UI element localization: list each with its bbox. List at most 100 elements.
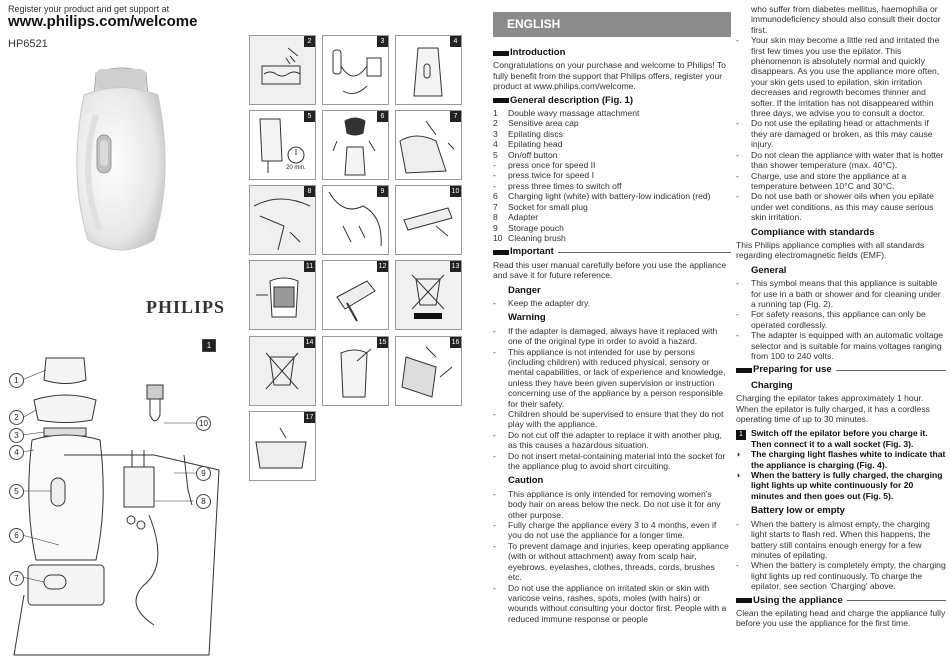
callout-3: 3 (9, 428, 24, 443)
danger-heading: Danger (508, 284, 541, 296)
panel-4: 4 (395, 35, 462, 105)
list-item: -Fully charge the appliance every 3 to 4… (493, 520, 717, 541)
list-item: -To prevent damage and injuries, keep op… (493, 540, 729, 583)
panel-13: 13 (395, 260, 462, 330)
list-item: -Keep the adapter dry. (493, 297, 591, 308)
caution-list: -This appliance is only intended for rem… (493, 489, 731, 624)
general-description-heading: General description (Fig. 1) (493, 95, 731, 106)
general-heading: General (751, 264, 787, 276)
brand-logo: PHILIPS (146, 297, 226, 317)
panel-14: 14 (249, 336, 316, 406)
panel-5: 5 20 min. (249, 110, 316, 180)
list-item: -This symbol means that this appliance i… (736, 278, 941, 309)
panel-7: 7 (395, 110, 462, 180)
list-item: -Do not cut off the adapter to replace i… (493, 429, 722, 451)
fig1-number: 1 (202, 339, 216, 352)
callout-7: 7 (9, 571, 24, 586)
panel-15: 15 (322, 336, 389, 406)
panel-5-time: 20 min. (286, 165, 306, 171)
callout-6: 6 (9, 528, 24, 543)
compliance-paragraph: This Philips appliance complies with all… (736, 239, 925, 261)
list-item: -Your skin may become a little red and i… (736, 35, 940, 119)
list-item: -This appliance is only intended for rem… (493, 488, 721, 520)
panel-12: 12 (322, 260, 389, 330)
callout-4: 4 (9, 445, 24, 460)
register-text: Register your product and get support at (8, 4, 170, 14)
panel-2: 2 (249, 35, 316, 105)
danger-list: -Keep the adapter dry. (493, 298, 731, 308)
website-link[interactable]: www.philips.com/welcome (8, 13, 198, 30)
battery-low-heading: Battery low or empty (751, 505, 845, 517)
panel-3: 3 (322, 35, 389, 105)
important-heading: Important (493, 246, 731, 257)
list-item: -Do not use the appliance on irritated s… (493, 582, 727, 624)
callout-1: 1 (9, 373, 24, 388)
warning-list: -If the adapter is damaged, always have … (493, 326, 731, 472)
panel-11: 11 (249, 260, 316, 330)
list-item: -press twice for speed I (493, 170, 594, 181)
continued-list: -Your skin may become a little red and i… (736, 35, 946, 222)
list-item: -press once for speed II (493, 160, 596, 171)
intro-paragraph: Congratulations on your purchase and wel… (493, 60, 726, 92)
language-heading: ENGLISH (493, 12, 731, 37)
warning-heading: Warning (508, 312, 546, 324)
list-item: -When the battery is completely empty, t… (736, 560, 946, 592)
list-item: -The adapter is equipped with an automat… (736, 330, 944, 361)
list-item: -Do not insert metal-containing material… (493, 450, 726, 472)
panel-17: 17 (249, 411, 316, 481)
important-paragraph: Read this user manual carefully before y… (493, 259, 727, 281)
list-item: -press three times to switch off (493, 180, 622, 191)
list-item: -Charge, use and store the appliance at … (736, 170, 907, 191)
fig1-diagram (13, 357, 220, 656)
callout-5: 5 (9, 484, 24, 499)
callout-8: 8 (196, 494, 211, 509)
intro-heading: Introduction (493, 47, 731, 58)
preparing-heading: Preparing for use (736, 364, 946, 375)
list-item: -For safety reasons, this appliance can … (736, 309, 926, 330)
list-item: -Do not clean the appliance with water t… (736, 149, 944, 171)
compliance-heading: Compliance with standards (751, 226, 875, 238)
panel-16: 16 (395, 336, 462, 406)
caution-heading: Caution (508, 475, 544, 487)
callout-10: 10 (196, 416, 211, 431)
panel-10: 10 (395, 185, 462, 255)
list-item: -Do not use the epilating head or attach… (736, 118, 933, 150)
battery-low-list: -When the battery is almost empty, the c… (736, 519, 946, 592)
recycle-bin-icon (411, 274, 445, 319)
list-item: -Children should be supervised to ensure… (493, 409, 724, 430)
battery-bin-icon (265, 352, 299, 390)
list-item: ◗The charging light flashes white to ind… (736, 449, 946, 470)
list-item: -This appliance is not intended for use … (493, 346, 726, 409)
callout-2: 2 (9, 410, 24, 425)
panel-8: 8 (249, 185, 316, 255)
charging-heading: Charging (751, 379, 793, 391)
panel-9: 9 (322, 185, 389, 255)
list-item: -When the battery is almost empty, the c… (736, 518, 931, 560)
text-column-2: who suffer from diabetes mellitus, haemo… (736, 4, 946, 629)
list-item: -Do not use bath or shower oils when you… (736, 191, 934, 223)
list-item: -If the adapter is damaged, always have … (493, 325, 718, 347)
text-column-1: Introduction Congratulations on your pur… (493, 44, 731, 624)
model-number: HP6521 (8, 38, 48, 50)
continued-paragraph: who suffer from diabetes mellitus, haemo… (751, 4, 941, 35)
general-list: -This symbol means that this appliance i… (736, 278, 946, 361)
using-heading: Using the appliance (736, 595, 946, 606)
callout-9: 9 (196, 466, 211, 481)
panel-6: 6 (322, 110, 389, 180)
using-paragraph: Clean the epilating head and charge the … (736, 607, 946, 629)
list-item: ◗When the battery is fully charged, the … (736, 470, 943, 501)
epilator-photo (76, 67, 166, 251)
